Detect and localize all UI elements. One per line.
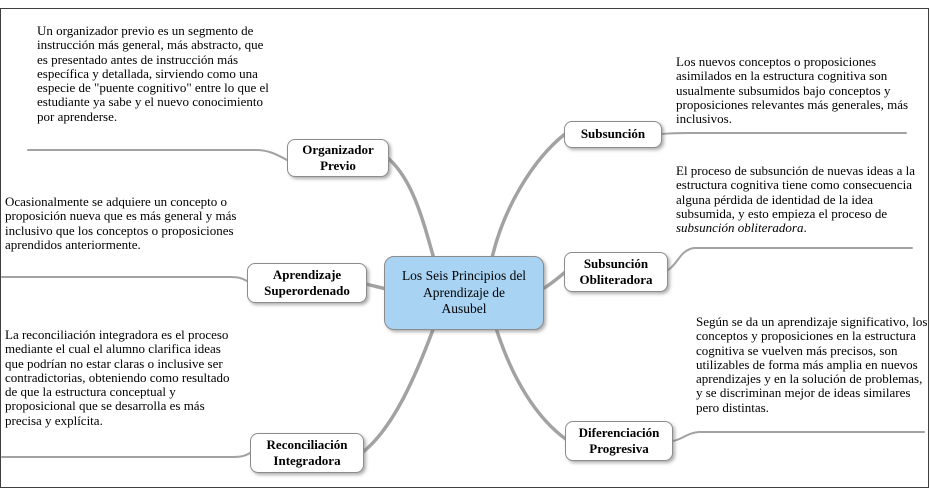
- node-reconciliacion-integradora[interactable]: Reconciliación Integradora: [250, 433, 364, 473]
- edge-subsuncion-description: [661, 132, 907, 135]
- edge-center-aprendizaje: [364, 282, 388, 291]
- edge-center-subsuncion: [490, 132, 567, 260]
- edge-diferenciacion-description: [672, 431, 925, 442]
- node-subsuncion-obliteradora[interactable]: Subsunción Obliteradora: [564, 252, 668, 292]
- description-reconciliacion-integradora[interactable]: La reconciliación integradora es el proc…: [5, 327, 230, 428]
- description-subsuncion[interactable]: Los nuevos conceptos o proposiciones asi…: [676, 54, 909, 127]
- edge-center-reconciliacion: [361, 325, 436, 454]
- edge-reconciliacion-description: [1, 452, 251, 458]
- node-subsuncion[interactable]: Subsunción: [564, 121, 662, 148]
- edge-aprendizaje-description: [1, 276, 248, 282]
- node-organizador-previo[interactable]: Organizador Previo: [287, 139, 389, 177]
- description-text-italic: subsunción obliteradora: [676, 220, 804, 236]
- edge-obliteradora-description: [667, 247, 913, 271]
- edge-center-diferenciacion: [494, 326, 569, 442]
- edge-center-organizador: [387, 157, 436, 261]
- description-organizador-previo[interactable]: Un organizador previo es un segmento de …: [37, 23, 269, 124]
- node-diferenciacion-progresiva[interactable]: Diferenciación Progresiva: [565, 421, 673, 461]
- description-text-prefix: El proceso de subsunción de nuevas ideas…: [676, 163, 915, 221]
- description-text-suffix: .: [803, 220, 807, 236]
- description-aprendizaje-superordenado[interactable]: Ocasionalmente se adquiere un concepto o…: [5, 194, 237, 252]
- description-subsuncion-obliteradora[interactable]: El proceso de subsunción de nuevas ideas…: [676, 163, 918, 236]
- edge-organizador-description: [27, 149, 288, 161]
- center-node-ausubel-principles[interactable]: Los Seis Principios del Aprendizaje de A…: [384, 256, 544, 330]
- node-aprendizaje-superordenado[interactable]: Aprendizaje Superordenado: [247, 263, 367, 303]
- edge-center-obliteradora: [542, 271, 566, 290]
- description-diferenciacion-progresiva[interactable]: Según se da un aprendizaje significativo…: [696, 314, 928, 415]
